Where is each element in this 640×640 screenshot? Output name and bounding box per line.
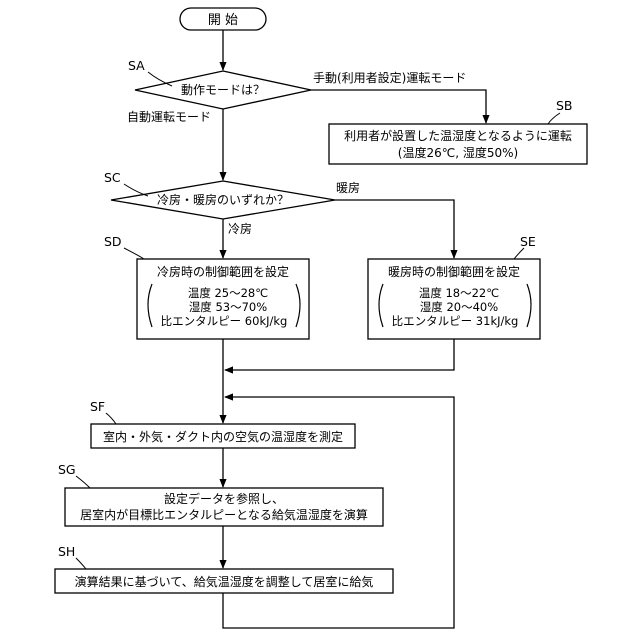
process-sh: 演算結果に基づいて、給気温湿度を調整して居室に給気 [55,569,393,593]
connector-sa-to-sb [311,90,486,123]
step-label-sd: SD [104,234,122,249]
process-sd-humidity: 湿度 53〜70% [189,300,267,314]
process-sb: 利用者が設置した温湿度となるように運転 (温度26℃, 湿度50%) [329,124,587,164]
process-se: 暖房時の制御範囲を設定 温度 18〜22℃ 湿度 20〜40% 比エンタルピー … [368,259,540,339]
step-label-sc: SC [104,170,121,185]
step-label-sa: SA [128,58,145,73]
process-sg-line2: 居室内が目標比エンタルピーとなる給気温湿度を演算 [80,507,368,522]
process-sg: 設定データを参照し、 居室内が目標比エンタルピーとなる給気温湿度を演算 [65,488,383,526]
process-se-enthalpy: 比エンタルピー 31kJ/kg [392,314,519,328]
process-sd-title: 冷房時の制御範囲を設定 [157,264,289,279]
branch-label-cooling: 冷房 [228,221,252,236]
process-sd-enthalpy: 比エンタルピー 60kJ/kg [161,314,288,328]
process-sb-line1: 利用者が設置した温湿度となるように運転 [344,128,572,143]
process-se-temp: 温度 18〜22℃ [419,286,499,300]
step-label-sg: SG [58,462,76,477]
process-sd-temp: 温度 25〜28℃ [188,286,268,300]
decision-sc-question: 冷房・暖房のいずれか？ [157,192,289,207]
step-label-sb: SB [556,98,573,113]
process-sf: 室内・外気・ダクト内の空気の温湿度を測定 [91,424,355,448]
step-label-se: SE [520,234,536,249]
process-sh-text: 演算結果に基づいて、給気温湿度を調整して居室に給気 [75,574,374,589]
step-label-sh: SH [58,544,75,559]
leader-se [514,248,524,259]
process-se-humidity: 湿度 20〜40% [420,300,498,314]
leader-sh [76,558,86,569]
step-label-sf: SF [90,399,105,414]
connector-se-to-merge [225,339,454,370]
branch-label-heating: 暖房 [336,180,360,195]
process-sg-line1: 設定データを参照し、 [164,491,284,506]
leader-sg [76,476,90,488]
branch-label-auto: 自動運転モード [127,110,211,124]
leader-sd [124,248,144,259]
leader-sc [124,184,148,196]
process-se-title: 暖房時の制御範囲を設定 [388,264,520,279]
process-sb-line2: (温度26℃, 湿度50%) [398,145,518,160]
branch-label-manual: 手動(利用者設定)運転モード [313,70,466,85]
decision-sa: 動作モードは？ [135,71,311,109]
start-node: 開 始 [180,8,266,30]
decision-sc: 冷房・暖房のいずれか？ [111,181,335,219]
leader-sa [148,72,172,86]
leader-sb [548,113,560,124]
connector-sc-to-se [335,200,454,258]
process-sd: 冷房時の制御範囲を設定 温度 25〜28℃ 湿度 53〜70% 比エンタルピー … [137,259,309,339]
start-label: 開 始 [208,13,238,28]
process-sf-text: 室内・外気・ダクト内の空気の温湿度を測定 [103,429,343,444]
decision-sa-question: 動作モードは？ [181,83,265,97]
leader-sf [106,413,116,424]
